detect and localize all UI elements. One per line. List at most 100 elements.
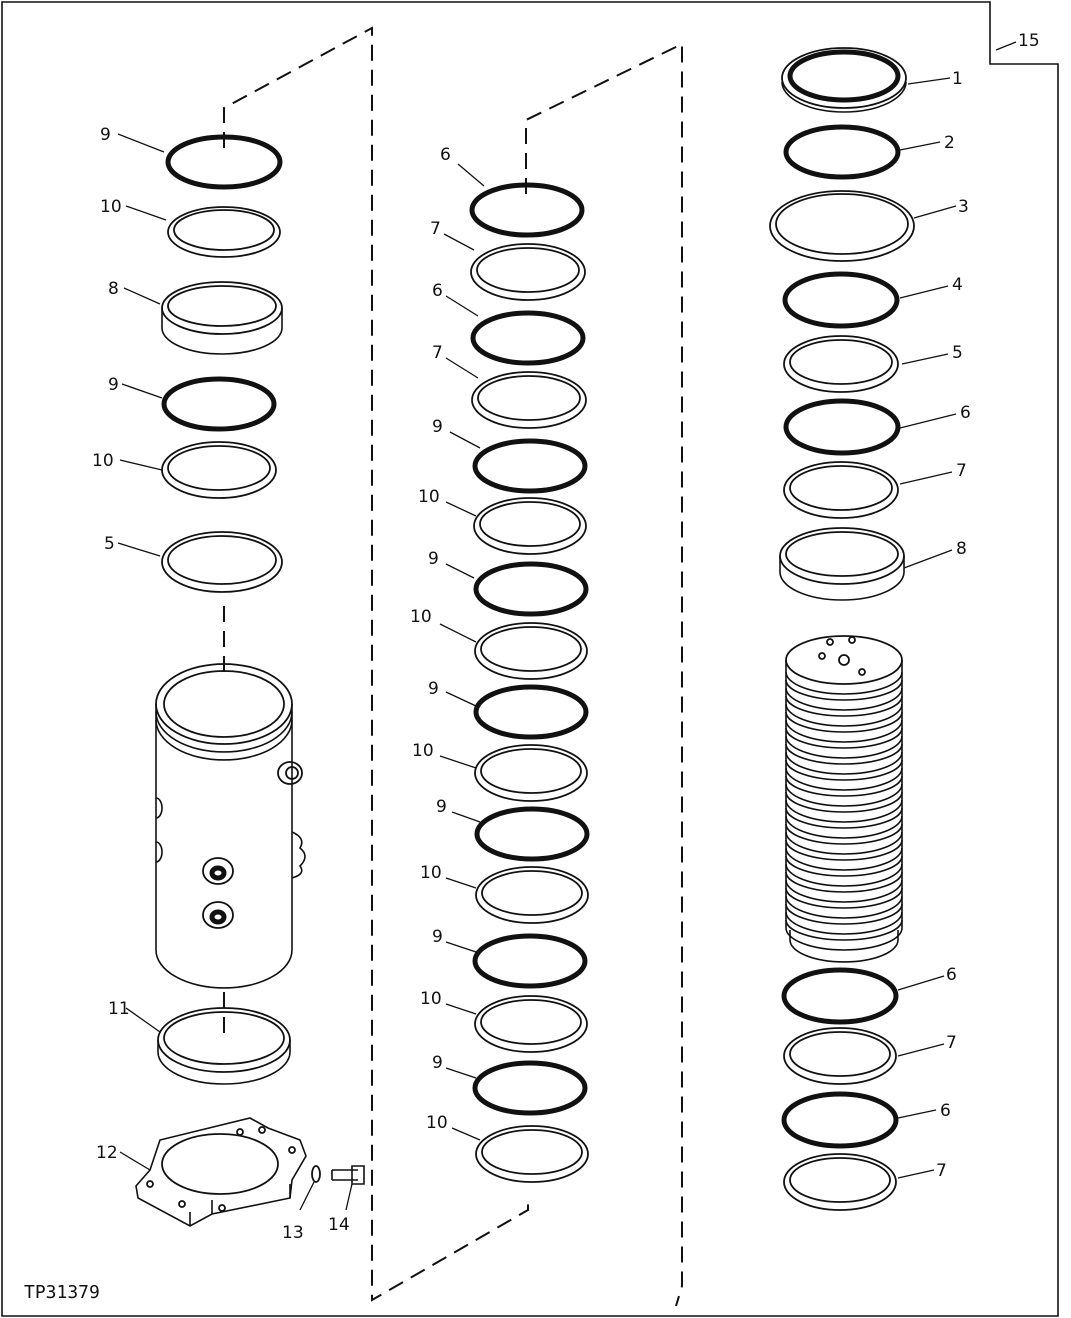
flange-bolt-hole — [288, 1146, 296, 1154]
part-label-5: 5 — [952, 343, 963, 363]
backup-ring — [167, 206, 281, 258]
seal-ring — [769, 190, 915, 262]
leader-line — [445, 357, 479, 379]
part-label-6: 6 — [960, 403, 971, 423]
part-label-1: 1 — [952, 69, 963, 89]
leader-line — [443, 233, 475, 251]
wiper-seal-lip — [781, 81, 907, 113]
flange-bolt-hole — [178, 1200, 186, 1208]
side-port-inner — [285, 766, 299, 780]
leader-line — [457, 163, 485, 187]
leader-line — [299, 1181, 315, 1211]
leader-line — [445, 1067, 477, 1079]
leader-line — [899, 471, 953, 485]
leader-line — [897, 1043, 945, 1057]
backup-ring — [783, 461, 899, 519]
backup-ring — [783, 1153, 897, 1211]
part-label-15: 15 — [1018, 31, 1040, 51]
backup-ring — [474, 744, 588, 802]
o-ring — [473, 684, 589, 740]
part-label-2: 2 — [944, 133, 955, 153]
part-label-3: 3 — [958, 197, 969, 217]
retainer-ring-inner — [163, 1011, 285, 1065]
o-ring — [472, 933, 588, 989]
o-ring — [782, 271, 900, 329]
backup-ring-inner — [167, 445, 271, 491]
leader-line — [445, 1003, 477, 1015]
leader-line — [439, 755, 477, 769]
leader-line — [897, 1169, 935, 1179]
part-label-9: 9 — [436, 797, 447, 817]
figure-id: TP31379 — [24, 1282, 100, 1303]
leader-line — [903, 549, 953, 569]
part-label-8: 8 — [108, 279, 119, 299]
left-column: 9 10 8 9 10 5 11 12 13 14 — [92, 26, 529, 1302]
leader-line — [445, 501, 477, 517]
leader-line — [445, 691, 477, 707]
spool-hole — [858, 668, 866, 676]
leader-line — [897, 1109, 937, 1119]
part-label-9: 9 — [100, 125, 111, 145]
part-label-6: 6 — [940, 1101, 951, 1121]
leader-line — [123, 287, 161, 305]
o-ring — [474, 806, 590, 862]
part-label-5: 5 — [104, 534, 115, 554]
leader-line — [899, 141, 941, 151]
spool-hole — [818, 652, 826, 660]
backup-ring-inner — [789, 1157, 891, 1203]
part-label-10: 10 — [92, 451, 114, 471]
housing-groove — [155, 719, 293, 761]
o-ring — [472, 438, 588, 494]
front-port — [202, 901, 234, 929]
o-ring — [472, 1060, 588, 1116]
flange-bolt-hole — [218, 1204, 226, 1212]
cap-screw — [331, 1165, 365, 1185]
part-label-9: 9 — [108, 375, 119, 395]
leader-line — [449, 431, 481, 449]
backup-ring-inner — [480, 748, 582, 794]
flange-bolt-hole — [258, 1126, 266, 1134]
spool-top — [785, 635, 903, 685]
housing-groove — [155, 711, 293, 753]
backup-ring-inner — [476, 247, 580, 293]
wear-band-body — [161, 308, 283, 355]
o-ring — [781, 967, 899, 1025]
backup-ring — [783, 335, 899, 393]
front-port-inner — [209, 909, 227, 925]
leader-line — [995, 41, 1017, 51]
o-ring — [781, 1091, 899, 1149]
middle-column: 6 7 6 7 9 10 9 10 9 10 9 10 9 10 9 10 — [410, 42, 683, 1307]
leader-line — [899, 413, 957, 429]
leader-line — [913, 205, 957, 219]
o-ring — [783, 398, 901, 456]
part-label-13: 13 — [282, 1223, 304, 1243]
part-label-9: 9 — [428, 679, 439, 699]
part-label-8: 8 — [956, 539, 967, 559]
part-label-10: 10 — [410, 607, 432, 627]
o-ring — [165, 134, 283, 190]
leader-line — [117, 542, 161, 557]
part-label-11: 11 — [108, 999, 130, 1019]
part-label-14: 14 — [328, 1215, 350, 1235]
leader-line — [119, 1151, 151, 1171]
spool-hole — [838, 654, 850, 666]
spool-lands — [785, 671, 903, 951]
lock-washer — [311, 1165, 321, 1183]
leader-line — [451, 1127, 481, 1141]
leader-line — [117, 133, 165, 153]
seal-ring — [161, 531, 283, 593]
backup-ring — [473, 497, 587, 555]
o-ring — [783, 124, 901, 180]
leader-line — [451, 811, 481, 823]
leader-line — [445, 295, 479, 317]
spool-hole — [848, 636, 856, 644]
part-label-6: 6 — [440, 145, 451, 165]
leader-line — [445, 877, 477, 889]
part-label-10: 10 — [100, 197, 122, 217]
backup-ring — [474, 995, 588, 1053]
backup-ring-inner — [480, 999, 582, 1045]
o-ring — [161, 376, 277, 432]
flange-bolt-hole — [236, 1128, 244, 1136]
backup-ring — [474, 622, 588, 680]
leader-line — [445, 563, 475, 579]
